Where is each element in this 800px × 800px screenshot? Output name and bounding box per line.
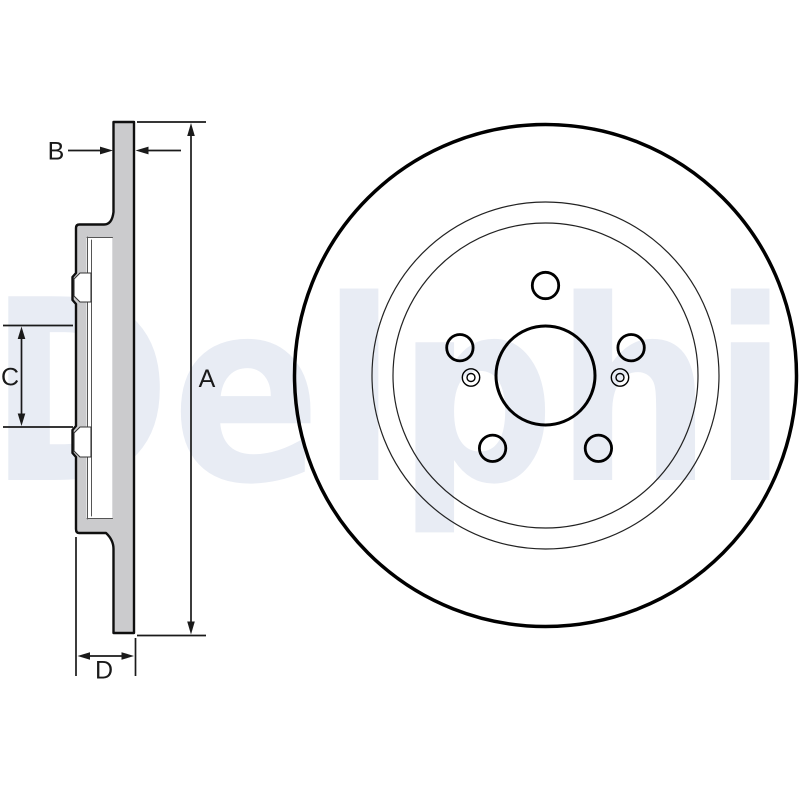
dim-label-c: C <box>1 364 19 392</box>
arrowhead-right <box>100 146 113 155</box>
bolt-hole <box>445 333 475 363</box>
center-bore-circle <box>494 324 597 427</box>
dimension-C: C <box>1 324 73 428</box>
arrowhead-up <box>187 123 195 136</box>
hub-flange-circle-outer <box>371 201 720 550</box>
arrowhead-right <box>121 652 134 660</box>
dimension-B: B <box>48 138 181 166</box>
arrowhead-left <box>77 652 90 660</box>
stud-boss-top <box>73 272 92 303</box>
arrowhead-down <box>17 413 26 426</box>
dimension-annotations: A B C D <box>1 121 216 685</box>
dimension-A: A <box>137 121 216 637</box>
arrowhead-down <box>187 621 195 635</box>
bolt-hole <box>583 433 614 463</box>
disc-outer-circle <box>292 122 799 629</box>
bolt-hole <box>477 433 508 463</box>
bolt-hole <box>530 270 561 301</box>
dimension-D: D <box>75 537 137 685</box>
arrowhead-up <box>17 326 26 339</box>
cross-section-view <box>71 120 136 635</box>
screw-hole-left <box>461 368 481 387</box>
front-view <box>292 122 799 629</box>
bolt-hole <box>616 333 646 363</box>
hub-flange-circle-inner <box>392 222 699 529</box>
arrowhead-left <box>135 146 149 155</box>
dim-label-b: B <box>48 138 65 166</box>
dim-label-d: D <box>95 657 113 685</box>
screw-hole-right <box>610 368 630 387</box>
stud-boss-bottom <box>73 426 92 458</box>
dim-label-a: A <box>199 365 216 393</box>
hat-interior-lines <box>86 236 113 520</box>
